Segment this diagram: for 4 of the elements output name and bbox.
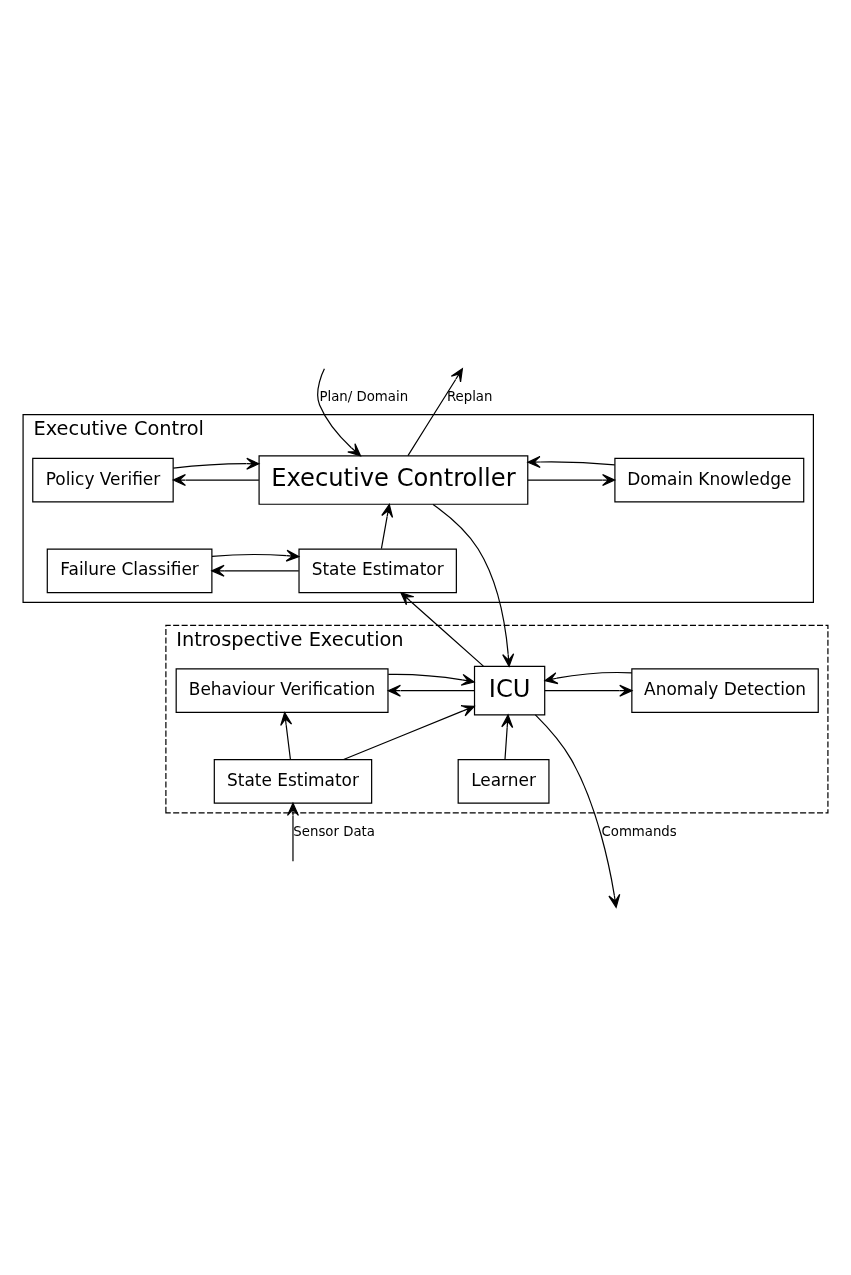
edge-label: Replan bbox=[446, 388, 493, 404]
edge-label: Commands bbox=[601, 823, 677, 839]
edge-label: Plan/ Domain bbox=[319, 388, 409, 404]
edge-label: Sensor Data bbox=[293, 823, 375, 839]
